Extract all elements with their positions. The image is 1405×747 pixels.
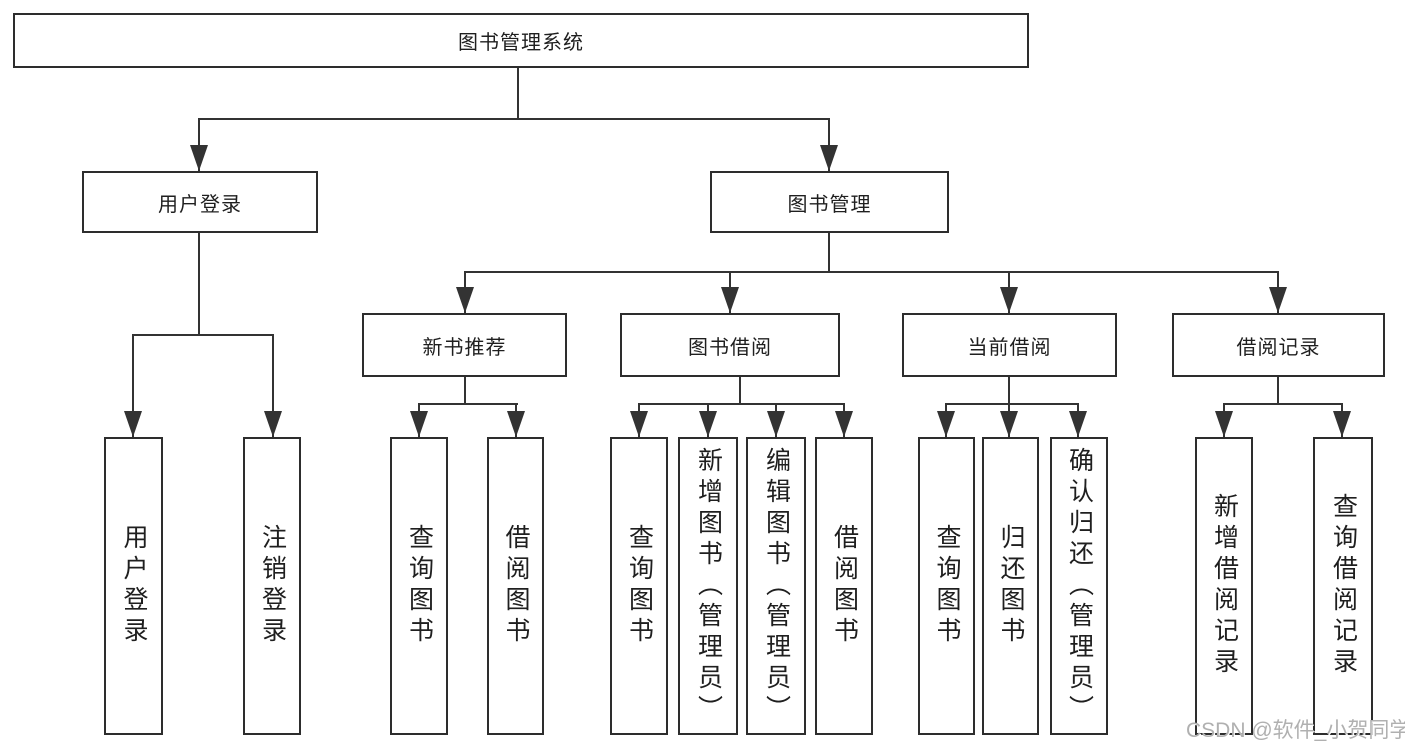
leaf-bb-edit-books: 编辑图书（管理员） — [746, 437, 806, 735]
connector-user-login-drop — [198, 233, 200, 336]
node-borrow-records: 借阅记录 — [1172, 313, 1385, 377]
arrowhead-bb-add — [699, 411, 717, 437]
arrowhead-book-borrow — [721, 287, 739, 313]
arrowhead-new-books — [456, 287, 474, 313]
arrowhead-cb-confirm — [1069, 411, 1087, 437]
connector-stub-leaf-user-login — [132, 334, 134, 437]
connector-top-bus — [198, 118, 830, 120]
connector-book-borrow-drop — [739, 377, 741, 405]
leaf-bb-add-books: 新增图书（管理员） — [678, 437, 738, 735]
arrowhead-cb-query — [937, 411, 955, 437]
arrowhead-user-login — [190, 145, 208, 171]
arrowhead-cb-return — [1000, 411, 1018, 437]
connector-book-mgmt-drop — [828, 233, 830, 273]
leaf-bb-query-books: 查询图书 — [610, 437, 668, 735]
connector-borrow-records-bus — [1223, 403, 1343, 405]
node-user-login: 用户登录 — [82, 171, 318, 233]
connector-new-books-bus — [418, 403, 518, 405]
connector-root-drop — [517, 68, 519, 120]
connector-new-books-drop — [464, 377, 466, 405]
arrowhead-leaf-logout — [264, 411, 282, 437]
arrowhead-bb-edit — [767, 411, 785, 437]
arrowhead-current-borrow — [1000, 287, 1018, 313]
leaf-br-query-record: 查询借阅记录 — [1313, 437, 1373, 735]
node-new-books: 新书推荐 — [362, 313, 567, 377]
connector-user-login-bus — [132, 334, 274, 336]
node-current-borrow: 当前借阅 — [902, 313, 1117, 377]
connector-stub-user-login — [198, 118, 200, 171]
arrowhead-nb-borrow — [507, 411, 525, 437]
connector-book-borrow-bus — [638, 403, 845, 405]
node-book-borrow: 图书借阅 — [620, 313, 840, 377]
connector-current-borrow-bus — [945, 403, 1079, 405]
arrowhead-leaf-user-login — [124, 411, 142, 437]
connector-stub-leaf-logout — [272, 334, 274, 437]
arrowhead-nb-query — [410, 411, 428, 437]
arrowhead-book-mgmt — [820, 145, 838, 171]
node-root: 图书管理系统 — [13, 13, 1029, 68]
arrowhead-br-add — [1215, 411, 1233, 437]
leaf-user-login: 用户登录 — [104, 437, 163, 735]
leaf-logout: 注销登录 — [243, 437, 301, 735]
node-book-mgmt: 图书管理 — [710, 171, 949, 233]
leaf-br-add-record: 新增借阅记录 — [1195, 437, 1253, 735]
leaf-cb-query-books: 查询图书 — [918, 437, 975, 735]
connector-current-borrow-drop — [1008, 377, 1010, 405]
arrowhead-borrow-records — [1269, 287, 1287, 313]
connector-stub-book-mgmt — [828, 118, 830, 171]
connector-borrow-records-drop — [1277, 377, 1279, 405]
arrowhead-bb-query — [630, 411, 648, 437]
leaf-nb-query-books: 查询图书 — [390, 437, 448, 735]
leaf-cb-return-books: 归还图书 — [982, 437, 1039, 735]
arrowhead-bb-borrow — [835, 411, 853, 437]
leaf-nb-borrow-books: 借阅图书 — [487, 437, 544, 735]
csdn-watermark: CSDN @软件_小贺同学 — [1186, 719, 1405, 742]
connector-book-mgmt-bus — [464, 271, 1279, 273]
leaf-cb-confirm-return: 确认归还（管理员） — [1050, 437, 1108, 735]
arrowhead-br-query — [1333, 411, 1351, 437]
leaf-bb-borrow-books: 借阅图书 — [815, 437, 873, 735]
